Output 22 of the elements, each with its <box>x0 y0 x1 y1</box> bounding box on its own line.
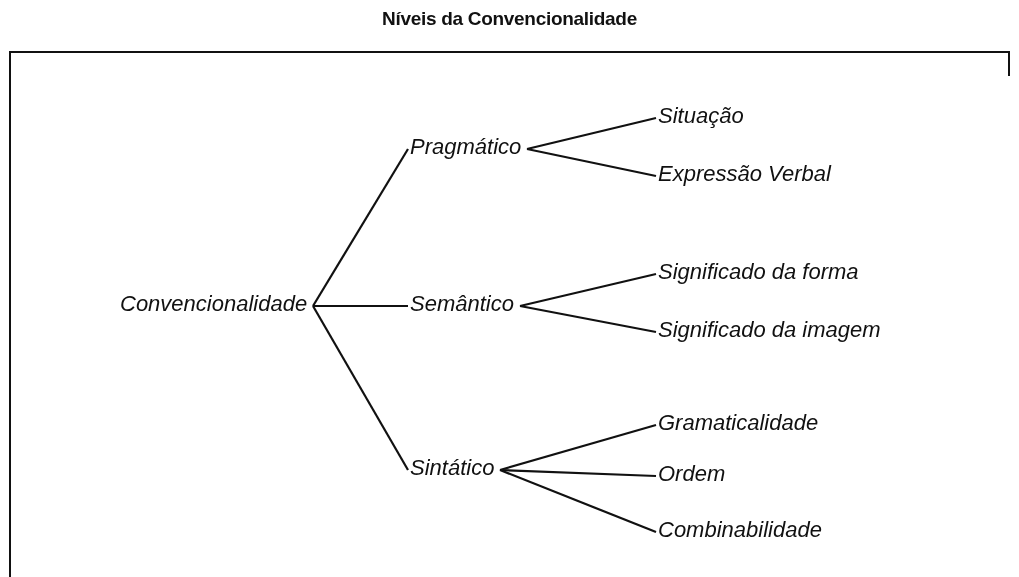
term-label: Semântico <box>410 291 514 317</box>
connector-line <box>499 468 657 478</box>
term-label: Significado da imagem <box>658 317 881 343</box>
connector-line <box>499 423 657 472</box>
diagram-title: Níveis da Convencionalidade <box>382 8 637 29</box>
term-label: Situação <box>658 103 744 129</box>
connector-line <box>526 147 657 178</box>
connector-line <box>312 148 409 307</box>
term-label: Ordem <box>658 461 726 487</box>
term-label: Convencionalidade <box>120 291 308 317</box>
connector-line <box>526 116 657 151</box>
connector-line <box>519 304 657 334</box>
term-label: Sintático <box>410 455 495 481</box>
term-label: Expressão Verbal <box>658 161 831 187</box>
term-label: Combinabilidade <box>658 517 822 543</box>
term-label: Significado da forma <box>658 259 859 285</box>
connector-line <box>499 468 657 534</box>
connector-line <box>519 272 657 308</box>
term-label: Gramaticalidade <box>658 410 819 436</box>
connector-line <box>312 305 409 471</box>
connector-line <box>313 304 408 308</box>
term-label: Pragmático <box>410 134 522 160</box>
